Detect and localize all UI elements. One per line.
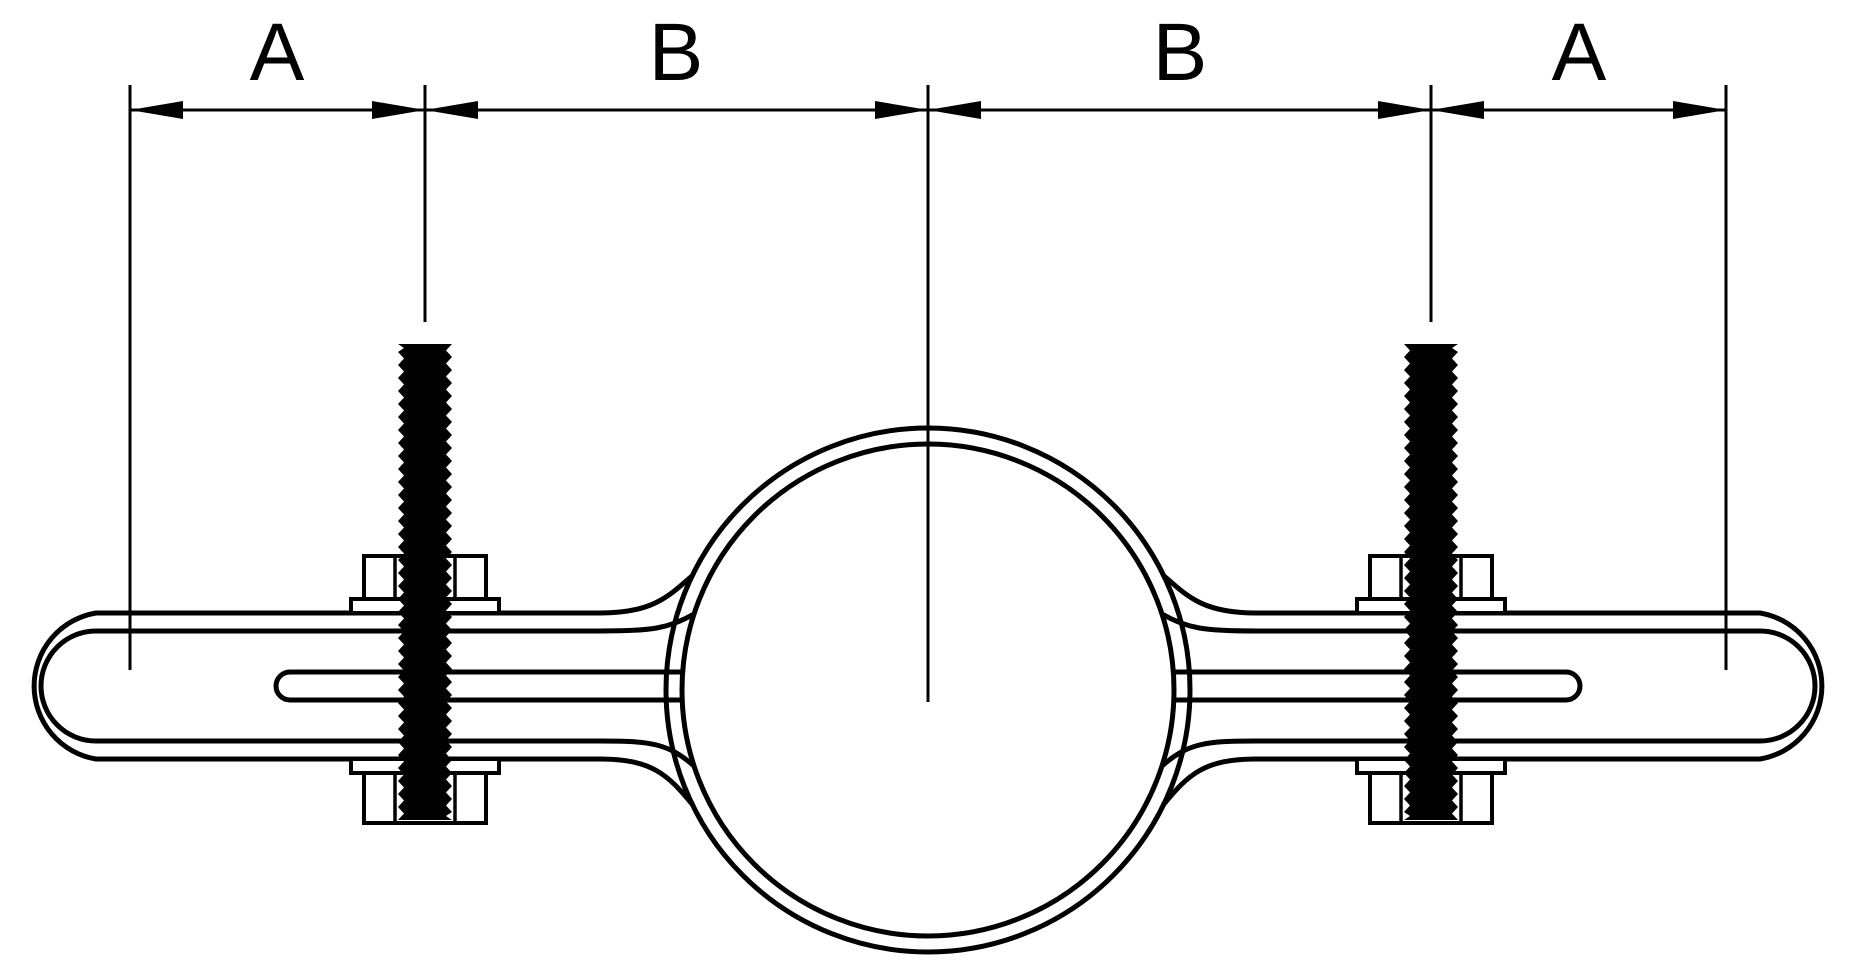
clamp-tongue [273,669,684,703]
arrowhead-center-east [928,101,981,119]
dim-label-b-left: B [649,7,704,98]
dimension-system: A B B A [128,7,1728,702]
arrowhead-right-outer [1673,101,1726,119]
arrowhead-right-bolt-west [1378,101,1431,119]
threaded-rod-left [398,344,452,820]
clamp-band-inner [38,611,696,768]
arrowhead-left-outer [130,101,183,119]
clamp-left-half [31,344,696,825]
arrowhead-center-west [875,101,928,119]
arrowhead-left-bolt-west [372,101,425,119]
dim-label-a-right: A [1552,7,1607,98]
clamp-right-half [1162,344,1822,823]
dim-label-a-left: A [250,7,305,98]
arrowhead-right-bolt-east [1431,101,1484,119]
dim-label-b-right: B [1153,7,1208,98]
clamp-band-outer [31,574,694,806]
arrowhead-left-bolt-east [425,101,478,119]
